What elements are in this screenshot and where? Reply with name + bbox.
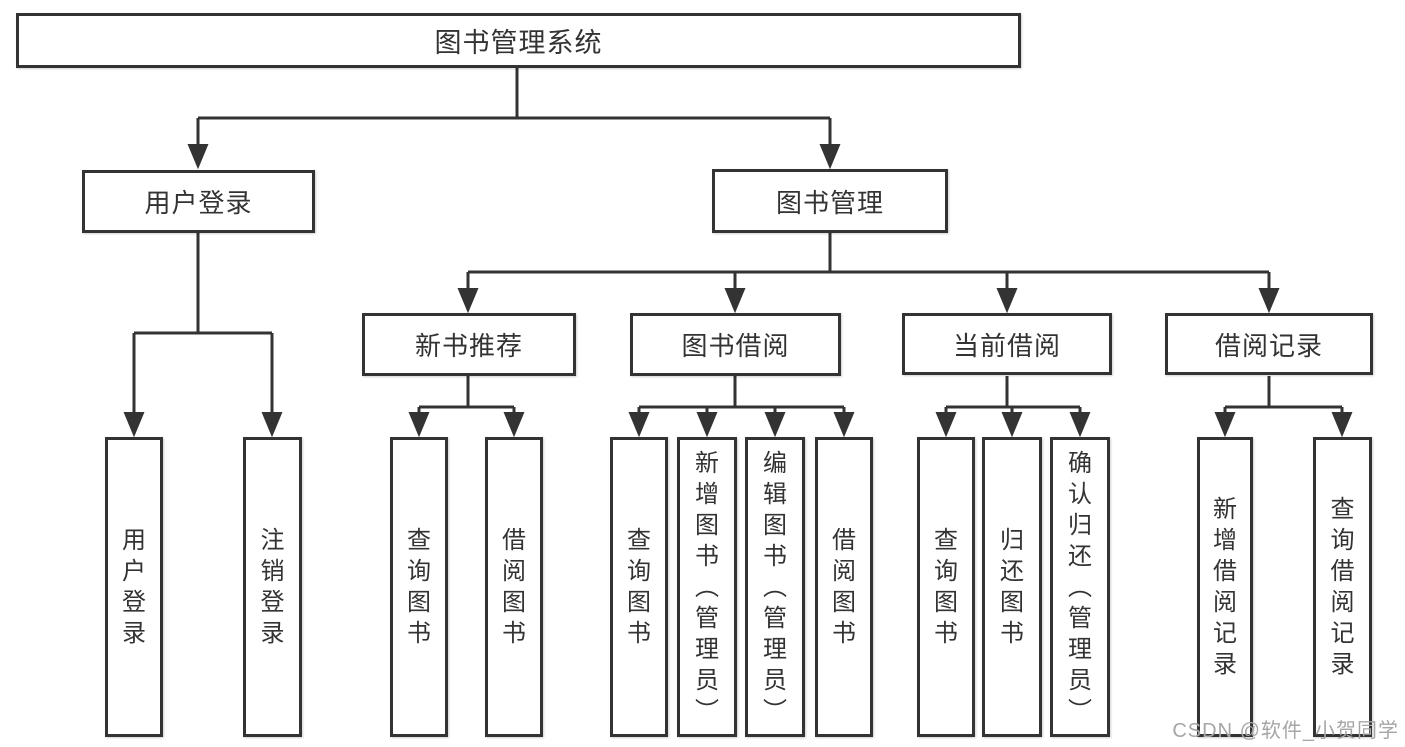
- leaf-return-book: 归 还 图 书: [982, 437, 1042, 737]
- leaf-label: 查 询 图 书: [407, 527, 431, 647]
- leaf-label: 编 辑 图 书 ︵ 管 理 员 ︶: [763, 449, 787, 725]
- leaf-label: 确 认 归 还 ︵ 管 理 员 ︶: [1068, 449, 1092, 725]
- node-label: 当前借阅: [952, 330, 1061, 361]
- leaf-add-book-admin: 新 增 图 书 ︵ 管 理 员 ︶: [677, 437, 737, 737]
- node-label: 借阅记录: [1214, 330, 1323, 361]
- leaf-add-borrow-record: 新 增 借 阅 记 录: [1197, 437, 1253, 737]
- csdn-watermark: CSDN @软件_小贺同学: [1172, 720, 1399, 742]
- leaf-query-books-borrowing: 查 询 图 书: [610, 437, 668, 737]
- leaf-logout: 注 销 登 录: [243, 437, 302, 737]
- leaf-label: 查 询 图 书: [934, 527, 958, 647]
- node-current-borrowing: 当前借阅: [902, 313, 1112, 375]
- leaf-edit-book-admin: 编 辑 图 书 ︵ 管 理 员 ︶: [745, 437, 805, 737]
- leaf-borrow-books-recommend: 借 阅 图 书: [485, 437, 543, 737]
- leaf-label: 查 询 图 书: [627, 527, 651, 647]
- node-label: 图书借阅: [681, 331, 790, 361]
- leaf-confirm-return-admin: 确 认 归 还 ︵ 管 理 员 ︶: [1050, 437, 1110, 737]
- leaf-label: 借 阅 图 书: [832, 527, 856, 647]
- node-user-login: 用户登录: [82, 170, 315, 233]
- node-label: 图书管理系统: [434, 28, 603, 58]
- leaf-label: 新 增 借 阅 记 录: [1213, 496, 1237, 678]
- leaf-label: 查 询 借 阅 记 录: [1330, 496, 1355, 678]
- leaf-label: 新 增 图 书 ︵ 管 理 员 ︶: [695, 449, 719, 725]
- leaf-query-books-current: 查 询 图 书: [917, 437, 975, 737]
- node-label: 用户登录: [144, 188, 253, 218]
- node-book-management: 图书管理: [712, 169, 948, 233]
- node-borrowing-records: 借阅记录: [1165, 313, 1373, 375]
- leaf-query-books-recommend: 查 询 图 书: [390, 437, 448, 737]
- leaf-user-login: 用 户 登 录: [105, 437, 163, 737]
- leaf-query-borrow-record: 查 询 借 阅 记 录: [1313, 437, 1372, 737]
- leaf-label: 归 还 图 书: [1000, 527, 1024, 647]
- node-label: 新书推荐: [414, 331, 523, 361]
- node-label: 图书管理: [775, 187, 884, 218]
- node-new-book-recommend: 新书推荐: [362, 313, 576, 376]
- node-library-management-system: 图书管理系统: [16, 13, 1021, 68]
- node-book-borrowing: 图书借阅: [630, 313, 841, 376]
- leaf-label: 注 销 登 录: [260, 527, 285, 647]
- leaf-label: 借 阅 图 书: [502, 527, 526, 647]
- leaf-borrow-books: 借 阅 图 书: [815, 437, 873, 737]
- leaf-label: 用 户 登 录: [122, 527, 146, 647]
